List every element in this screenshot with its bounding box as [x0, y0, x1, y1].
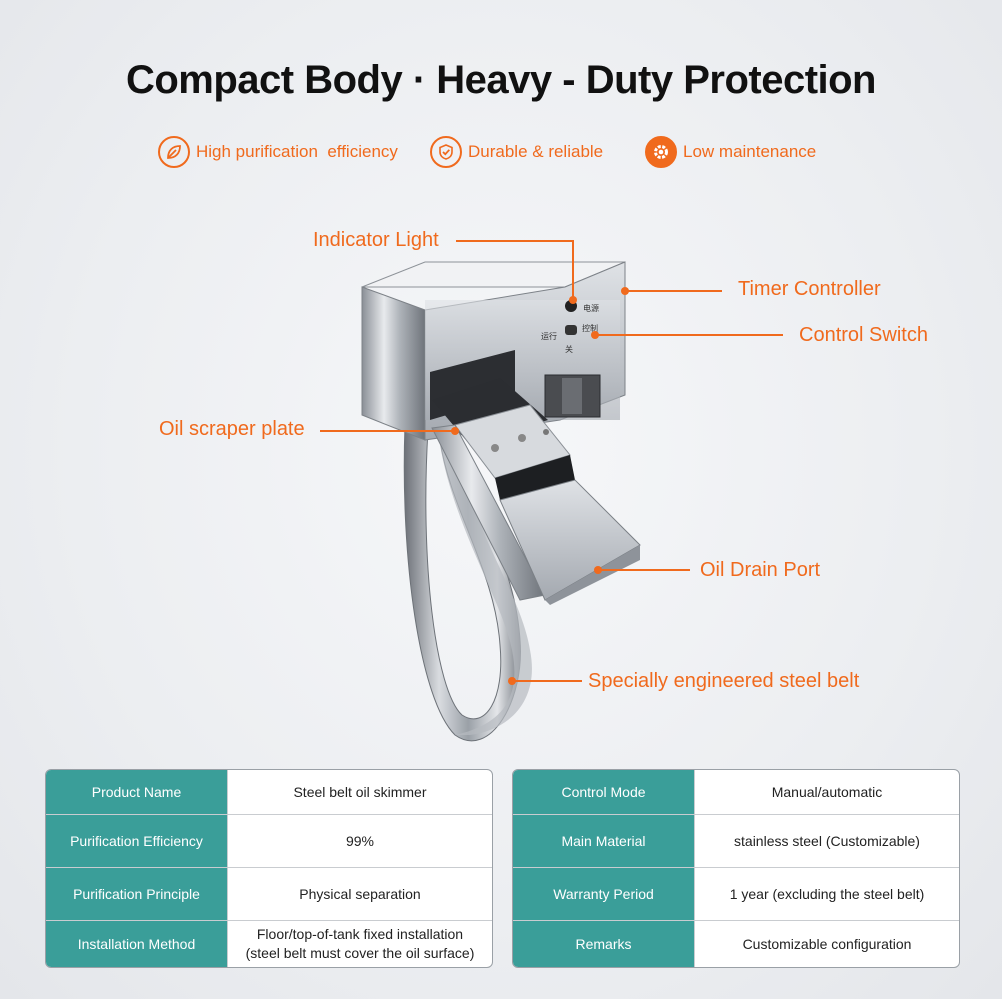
feature-list: High purification efficiency Durable & r…	[0, 132, 1002, 172]
off-label: 关	[565, 344, 573, 354]
oil-scraper-assembly	[431, 378, 641, 605]
table-row: Product Name Steel belt oil skimmer	[46, 770, 492, 815]
spec-key: Purification Principle	[46, 868, 228, 920]
spec-key: Remarks	[513, 921, 695, 967]
callout-steel-belt: Specially engineered steel belt	[588, 670, 860, 692]
table-row: Control Mode Manual/automatic	[513, 770, 959, 815]
spec-key: Installation Method	[46, 921, 228, 967]
table-row: Purification Efficiency 99%	[46, 815, 492, 868]
gear-icon	[645, 136, 677, 168]
spec-value: Physical separation	[299, 885, 421, 902]
spec-key: Warranty Period	[513, 868, 695, 920]
spec-key: Control Mode	[513, 770, 695, 814]
spec-table-left: Product Name Steel belt oil skimmer Puri…	[45, 769, 493, 968]
feature-item-durable: Durable & reliable	[430, 132, 603, 172]
table-row: Purification Principle Physical separati…	[46, 868, 492, 921]
callout-dots	[451, 287, 629, 685]
spec-table-right: Control Mode Manual/automatic Main Mater…	[512, 769, 960, 968]
table-row: Main Material stainless steel (Customiza…	[513, 815, 959, 868]
callout-oil-drain-port: Oil Drain Port	[700, 559, 821, 581]
callout-lines	[320, 240, 783, 682]
spec-value: stainless steel (Customizable)	[734, 832, 920, 849]
power-label: 电源	[583, 303, 599, 313]
page-title: Compact Body · Heavy - Duty Protection	[125, 58, 877, 102]
callout-indicator-light: Indicator Light	[313, 229, 439, 251]
spec-value: 99%	[345, 832, 375, 849]
spec-key: Purification Efficiency	[46, 815, 228, 867]
spec-key: Main Material	[513, 815, 695, 867]
leaf-icon	[158, 136, 190, 168]
spec-value: Manual/automatic	[771, 783, 883, 800]
spec-value: Floor/top-of-tank fixed installation (st…	[245, 926, 475, 961]
feature-item-maintenance: Low maintenance	[645, 132, 816, 172]
callout-timer-controller: Timer Controller	[738, 278, 881, 300]
table-row: Warranty Period 1 year (excluding the st…	[513, 868, 959, 921]
spec-key: Product Name	[46, 770, 228, 814]
callout-control-switch: Control Switch	[799, 324, 928, 346]
spec-value: 1 year (excluding the steel belt)	[729, 885, 925, 902]
callout-oil-scraper-plate: Oil scraper plate	[159, 418, 305, 440]
feature-label: High purification efficiency	[196, 142, 398, 161]
shield-check-icon	[430, 136, 462, 168]
spec-value: Customizable configuration	[742, 935, 912, 952]
feature-label: Low maintenance	[683, 142, 817, 161]
feature-item-efficiency: High purification efficiency	[158, 132, 398, 172]
run-label: 运行	[541, 331, 557, 341]
table-row: Remarks Customizable configuration	[513, 921, 959, 967]
feature-label: Durable & reliable	[468, 142, 604, 161]
control-switch[interactable]	[565, 325, 577, 335]
control-label: 控制	[582, 323, 598, 333]
table-row: Installation Method Floor/top-of-tank fi…	[46, 921, 492, 967]
spec-value: Steel belt oil skimmer	[293, 783, 427, 800]
